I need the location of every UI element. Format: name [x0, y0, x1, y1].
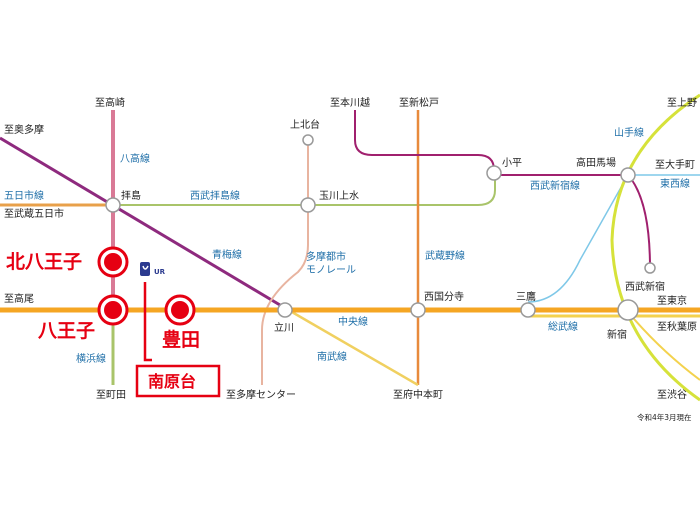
station-tamagawajosui: 玉川上水	[319, 190, 359, 202]
ur-logo-swoosh	[142, 265, 149, 270]
sobu-line-label: 総武線	[548, 320, 578, 333]
musashino-line-label: 武蔵野線	[425, 249, 465, 262]
seibu-shinjuku-line-label: 西武新宿線	[530, 179, 580, 192]
seibu-shinjuku-branch	[627, 174, 651, 269]
seibu-haijima-line-label: 西武拝島線	[190, 189, 240, 202]
station-shinjuku: 新宿	[607, 328, 627, 341]
hachioji-label: 八王子	[38, 320, 95, 342]
ome-line	[0, 136, 286, 310]
nambu-line-label: 南武線	[317, 350, 347, 363]
yamanote-line	[610, 93, 700, 402]
station-marker-kodaira	[486, 165, 502, 181]
station-tachikawa: 立川	[274, 321, 294, 334]
station-marker-kitahachioji-dot	[104, 253, 122, 271]
station-to-fuchuhonmachi: 至府中本町	[393, 388, 443, 401]
station-kokubunji: 西国分寺	[424, 291, 464, 303]
station-to-takasaki: 至高崎	[95, 96, 125, 109]
station-to-shinmatsudo: 至新松戸	[399, 96, 439, 109]
station-to-shibuya: 至渋谷	[657, 388, 687, 401]
minamihara-label: 南原台	[148, 372, 196, 391]
station-to-machida: 至町田	[96, 389, 126, 401]
station-to-tokyo: 至東京	[657, 294, 687, 307]
kitahachioji-label: 北八王子	[6, 251, 82, 273]
yamanote-line-label: 山手線	[614, 126, 644, 139]
ome-line-label: 青梅線	[212, 248, 242, 261]
hachiko-line-label: 八高線	[120, 152, 150, 165]
tozai-line	[527, 174, 700, 303]
monorail-label-line1: 多摩都市	[306, 250, 346, 263]
station-to-takao: 至高尾	[4, 292, 34, 305]
station-marker-kokubunji	[410, 302, 426, 318]
station-to-otemachi: 至大手町	[655, 158, 695, 171]
station-takadanobaba: 高田馬場	[576, 156, 616, 169]
station-kodaira: 小平	[502, 157, 522, 169]
station-marker-toyoda-dot	[171, 301, 189, 319]
station-haijima: 拝島	[121, 189, 141, 202]
nambu-line	[284, 306, 419, 387]
toyoda-label: 豊田	[162, 328, 200, 351]
itsukaichi-line-label: 五日市線	[4, 189, 44, 202]
station-mitaka: 三鷹	[516, 290, 536, 303]
station-marker-tachikawa	[277, 302, 293, 318]
date-note: 令和4年3月現在	[637, 412, 692, 422]
monorail-label-line2: モノレール	[306, 265, 356, 276]
monorail-line	[261, 135, 309, 385]
minamihara-pointer	[143, 282, 152, 362]
station-to-tamacenter: 至多摩センター	[226, 388, 296, 401]
station-marker-shinjuku	[617, 299, 639, 321]
station-to-musashiitsukaichi: 至武蔵五日市	[4, 207, 64, 220]
station-seibushinjuku: 西武新宿	[625, 280, 665, 293]
ur-logo-text: UR	[154, 268, 166, 276]
station-marker-takadanobaba	[620, 167, 636, 183]
station-to-ueno: 至上野	[667, 97, 697, 109]
station-to-kawagoe: 至本川越	[330, 96, 370, 109]
station-marker-tamagawajosui	[300, 197, 316, 213]
tozai-line-label: 東西線	[660, 177, 690, 190]
yokohama-line-label: 横浜線	[76, 352, 106, 365]
station-kamikitadai: 上北台	[290, 118, 320, 131]
chuo-to-shibuya	[627, 311, 700, 381]
chuo-line-label: 中央線	[338, 315, 368, 328]
station-to-okutama: 至奥多摩	[4, 123, 44, 136]
minamihara-box	[135, 364, 221, 398]
station-marker-hachioji-dot	[104, 301, 122, 319]
station-to-akihabara: 至秋葉原	[657, 320, 697, 333]
monorail-label: 多摩都市 モノレール	[306, 250, 356, 276]
seibu-haijima-line	[113, 175, 496, 206]
station-marker-kamikitadai	[302, 134, 314, 146]
station-marker-haijima	[105, 197, 121, 213]
station-marker-mitaka	[520, 302, 536, 318]
station-marker-seibushinjuku	[644, 262, 656, 274]
